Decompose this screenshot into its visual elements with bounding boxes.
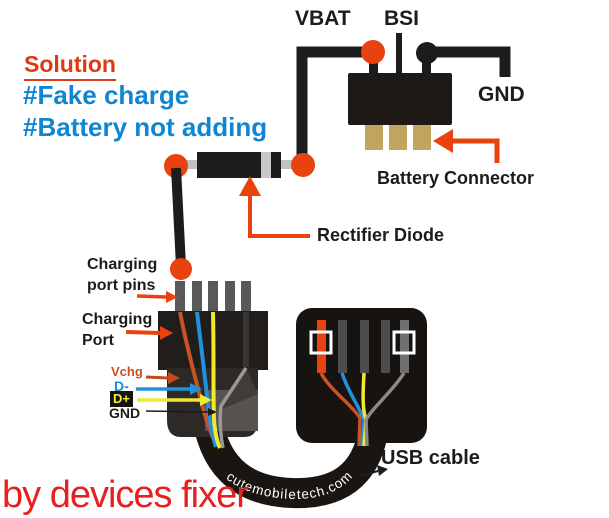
charging-port-pins-line1: Charging xyxy=(87,256,158,273)
d-plus-label: D+ xyxy=(110,391,133,407)
bsi-junction-dot xyxy=(416,42,438,64)
diode-right-junction-dot xyxy=(291,153,315,177)
vbat-pin-stub xyxy=(369,54,378,74)
rectifier-arrowhead xyxy=(239,176,261,196)
charging-port-label: Charging Port xyxy=(82,309,152,351)
vbat-junction-dot xyxy=(361,40,385,64)
bsi-label: BSI xyxy=(384,7,420,30)
usb-bar-3 xyxy=(360,320,369,373)
hashtag-fake-charge: #Fake charge xyxy=(23,80,190,110)
usb-bar-gnd xyxy=(400,320,409,373)
usb-label-arrow-line xyxy=(359,470,379,477)
diode-lead-left xyxy=(186,160,200,169)
port-gnd-seam xyxy=(243,312,249,367)
charging-port-line2: Port xyxy=(82,332,114,349)
gnd-top-label: GND xyxy=(478,83,525,106)
solution-title: Solution xyxy=(24,51,116,81)
charging-pin-4 xyxy=(225,281,235,312)
usb-wire-blue xyxy=(340,372,366,447)
port-wire-gnd xyxy=(218,367,248,449)
battery-connector-body xyxy=(348,73,452,125)
usb-bar-2 xyxy=(338,320,347,373)
usb-marker-square-right xyxy=(392,330,416,355)
gnd-pin-stub xyxy=(422,54,431,74)
vchg-label: Vchg xyxy=(111,364,143,379)
port-junction-dot xyxy=(170,258,192,280)
charging-port-pins-line2: port pins xyxy=(87,277,156,294)
usb-bar-vchg xyxy=(317,320,326,373)
dplus-arrowhead xyxy=(200,394,212,406)
charging-pin-2 xyxy=(192,281,202,312)
pins-arrow-line xyxy=(136,294,167,299)
battery-connector-label: Battery Connector xyxy=(377,168,535,188)
battery-gold-pin-1 xyxy=(365,125,383,150)
usb-wire-gray xyxy=(364,372,406,447)
charging-port-line1: Charging xyxy=(82,311,153,328)
bsi-pin-line xyxy=(396,33,402,75)
vchg-arrow-line xyxy=(145,375,169,380)
wire-diode-to-port xyxy=(171,167,186,267)
port-inner-flap xyxy=(218,366,258,411)
usb-cable-sleeve xyxy=(191,407,390,509)
port-wire-dplus xyxy=(211,311,222,449)
diode-lead-right xyxy=(279,160,295,169)
rectifier-diode-label: Rectifier Diode xyxy=(317,225,445,245)
d-minus-label: D- xyxy=(114,378,129,394)
charging-port-pins-label: Charging port pins xyxy=(87,254,157,296)
charging-pin-3 xyxy=(208,281,218,312)
usb-label-arrowhead xyxy=(377,465,388,476)
hashtag-battery-not-adding: #Battery not adding xyxy=(23,112,268,142)
battery-connector-arrowhead xyxy=(433,129,453,153)
pins-arrowhead xyxy=(166,291,178,303)
usb-wire-orange xyxy=(319,372,362,447)
battery-gold-pin-3 xyxy=(413,125,431,150)
gnd-arrowhead xyxy=(208,408,217,416)
wire-gnd-stub xyxy=(427,46,511,77)
port-arrow-line xyxy=(125,330,161,335)
diode-cathode-band xyxy=(261,152,271,178)
usb-bar-4 xyxy=(381,320,390,373)
battery-gold-pin-2 xyxy=(389,125,407,150)
rectifier-arrow-line xyxy=(248,193,310,238)
vchg-arrowhead xyxy=(168,372,180,384)
gnd-arrow-line xyxy=(145,410,209,413)
battery-connector-arrow-line xyxy=(453,138,500,163)
charging-pin-5 xyxy=(241,281,251,312)
dminus-arrowhead xyxy=(190,383,202,395)
usb-cable-label: USB cable xyxy=(381,447,480,469)
port-arrowhead xyxy=(160,326,173,340)
charging-pin-1 xyxy=(175,281,185,312)
vbat-label: VBAT xyxy=(295,7,351,30)
credit-text: by devices fixer xyxy=(2,474,249,516)
wire-vbat-to-diode xyxy=(296,46,373,164)
diode-left-junction-dot xyxy=(164,154,188,178)
gnd-pin-label: GND xyxy=(109,405,141,421)
usb-marker-square-left xyxy=(309,330,333,355)
